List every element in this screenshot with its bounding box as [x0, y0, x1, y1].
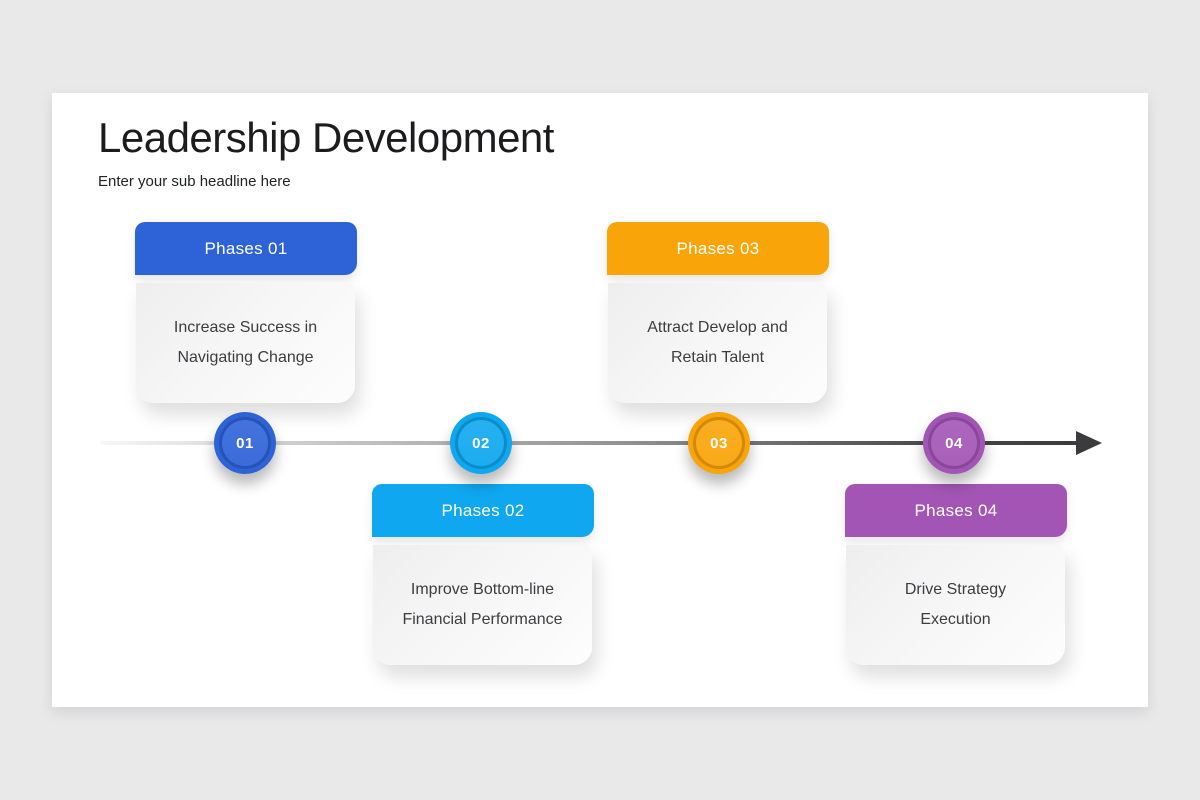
timeline-node-4: 04	[923, 412, 985, 474]
timeline-node-2-inner: 02	[458, 420, 504, 466]
timeline-node-3-inner: 03	[696, 420, 742, 466]
phase-4-header: Phases 04	[845, 484, 1067, 537]
phase-2-description-line2: Financial Performance	[402, 611, 563, 628]
phase-2-label: Phases 02	[441, 500, 525, 520]
timeline-node-3-number: 03	[710, 434, 728, 452]
timeline-node-2: 02	[450, 412, 512, 474]
phase-3-header: Phases 03	[607, 222, 829, 275]
phase-3-description-line1: Attract Develop and	[647, 319, 788, 336]
timeline-node-3: 03	[688, 412, 750, 474]
timeline-node-2-number: 02	[472, 434, 490, 452]
phase-1-label: Phases 01	[204, 238, 288, 258]
timeline-node-4-number: 04	[945, 434, 963, 452]
timeline-arrow-icon	[1076, 431, 1102, 455]
phase-2-header: Phases 02	[372, 484, 594, 537]
phase-4-description-line2: Execution	[920, 611, 991, 628]
phase-1-description-line2: Navigating Change	[177, 349, 314, 366]
phase-3-description-line2: Retain Talent	[670, 349, 765, 366]
timeline-node-1: 01	[214, 412, 276, 474]
phase-2-description-line1: Improve Bottom-line	[410, 581, 555, 598]
phase-4-label: Phases 04	[914, 500, 998, 520]
slide-subtitle: Enter your sub headline here	[98, 173, 291, 190]
slide-canvas: Leadership Development Enter your sub he…	[52, 93, 1148, 707]
phase-4-description-line1: Drive Strategy	[904, 581, 1007, 598]
phase-1-description-card: Increase Success in Navigating Change	[136, 283, 355, 403]
slide-title: Leadership Development	[98, 114, 554, 161]
phase-1-description-line1: Increase Success in	[173, 319, 318, 336]
timeline-node-4-inner: 04	[931, 420, 977, 466]
timeline-node-1-inner: 01	[222, 420, 268, 466]
phase-4-description-card: Drive Strategy Execution	[846, 545, 1065, 665]
timeline-node-1-number: 01	[236, 434, 254, 452]
phase-3-label: Phases 03	[676, 238, 760, 258]
phase-2-description-card: Improve Bottom-line Financial Performanc…	[373, 545, 592, 665]
timeline-axis-line	[100, 441, 1078, 445]
phase-3-description-card: Attract Develop and Retain Talent	[608, 283, 827, 403]
phase-1-header: Phases 01	[135, 222, 357, 275]
